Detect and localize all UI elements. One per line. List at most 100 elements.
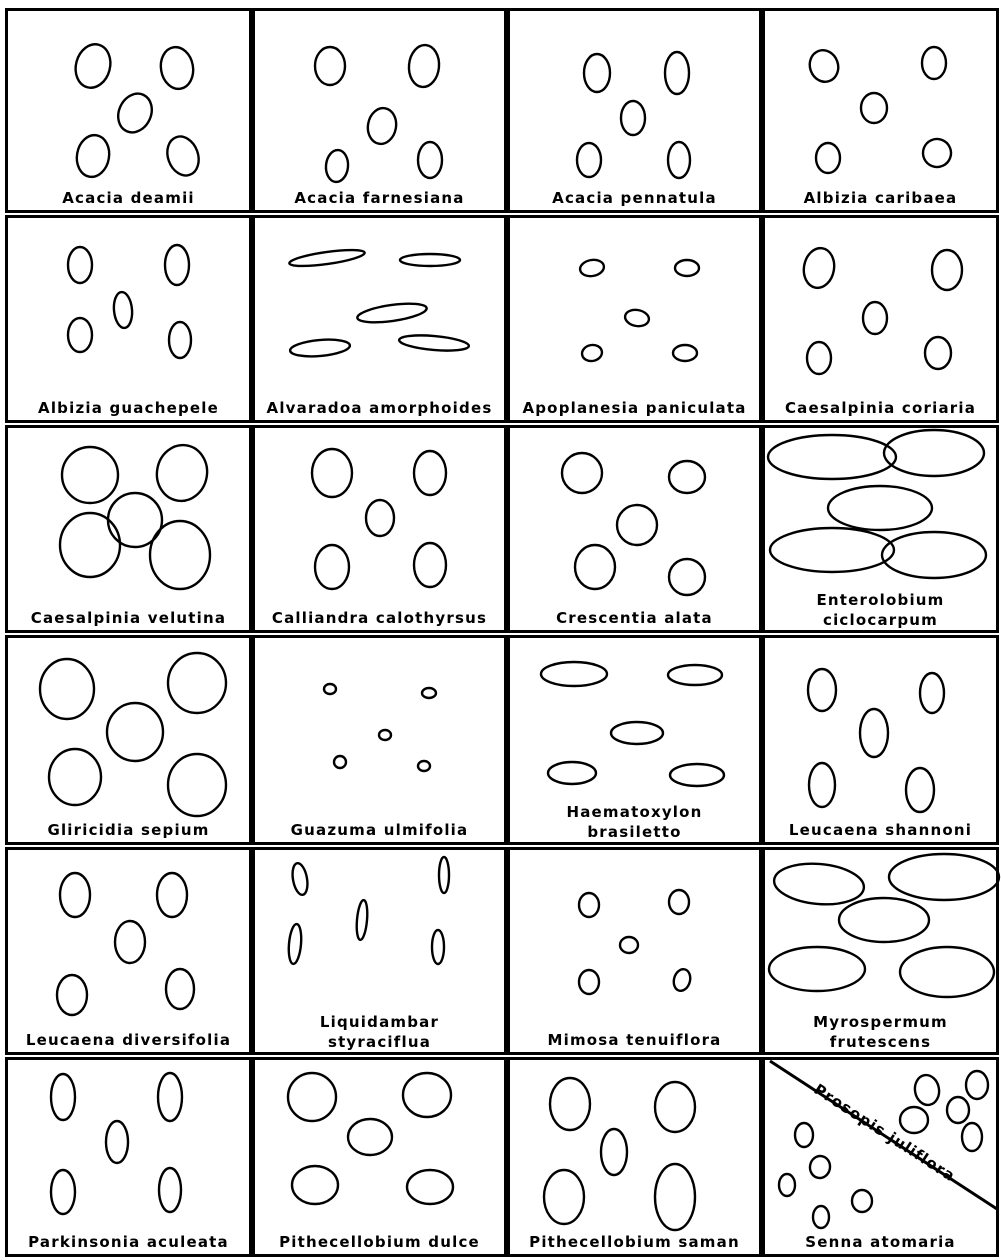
panel-15-frame bbox=[764, 637, 998, 844]
seed-outline bbox=[289, 247, 366, 269]
seed-outline bbox=[68, 318, 92, 352]
panel-18-seeds bbox=[579, 890, 693, 994]
seed-outline bbox=[150, 521, 210, 589]
panel-14-seeds bbox=[541, 662, 724, 786]
panel-21-seeds bbox=[288, 1073, 453, 1204]
panel-label-line2: styraciflua bbox=[328, 1033, 431, 1051]
seed-outline bbox=[906, 768, 934, 812]
seed-outline bbox=[365, 106, 399, 146]
seed-outline bbox=[49, 749, 101, 805]
panel-label-line2: ciclocarpum bbox=[823, 611, 938, 629]
panel-11-seeds bbox=[768, 430, 986, 578]
seed-outline bbox=[356, 300, 428, 326]
panel-8-frame bbox=[7, 427, 251, 632]
seed-outline bbox=[60, 513, 120, 577]
seed-outline bbox=[913, 1073, 942, 1107]
seed-outline bbox=[68, 247, 92, 283]
seed-outline bbox=[671, 967, 692, 992]
panel-label: Alvaradoa amorphoides bbox=[267, 399, 493, 417]
seed-outline bbox=[673, 345, 697, 361]
seed-outline bbox=[665, 52, 689, 94]
panel-12-seeds bbox=[40, 653, 226, 816]
seed-outline bbox=[918, 134, 955, 171]
panel-label: Myrospermum bbox=[813, 1013, 948, 1031]
seed-outline bbox=[669, 890, 689, 914]
panel-10-frame bbox=[509, 427, 761, 632]
panel-label: Albizia guachepele bbox=[38, 399, 219, 417]
seed-outline bbox=[407, 44, 441, 88]
seed-outline bbox=[439, 857, 449, 893]
seed-outline bbox=[407, 1170, 453, 1204]
panel-label: Guazuma ulmifolia bbox=[291, 821, 469, 839]
panel-1-seeds bbox=[315, 44, 442, 183]
seed-outline bbox=[324, 684, 336, 694]
seed-outline bbox=[889, 854, 999, 900]
seed-outline bbox=[106, 1121, 128, 1163]
panel-label: Pithecellobium saman bbox=[529, 1233, 740, 1251]
panel-0-frame bbox=[7, 10, 251, 212]
seed-outline bbox=[621, 101, 645, 135]
seed-outline bbox=[158, 45, 197, 92]
seed-outline bbox=[60, 873, 90, 917]
panel-label-line2: brasiletto bbox=[587, 823, 681, 841]
panel-label: Haematoxylon bbox=[566, 803, 702, 821]
panel-6-frame bbox=[509, 217, 761, 422]
seed-outline bbox=[432, 930, 444, 964]
seed-outline bbox=[922, 47, 946, 79]
seed-outline bbox=[770, 528, 894, 572]
seed-outline bbox=[348, 1119, 392, 1155]
panel-label: Liquidambar bbox=[320, 1013, 439, 1031]
seed-outline bbox=[334, 756, 346, 768]
seed-outline bbox=[541, 662, 607, 686]
panel-2-seeds bbox=[577, 52, 690, 178]
seed-outline bbox=[768, 435, 896, 479]
panel-19-seeds bbox=[769, 854, 999, 997]
seed-outline bbox=[675, 260, 699, 276]
panel-label: Acacia farnesiana bbox=[294, 189, 464, 207]
panel-label: Crescentia alata bbox=[556, 609, 713, 627]
seed-outline bbox=[900, 1107, 928, 1133]
seed-outline bbox=[107, 703, 163, 761]
seed-outline bbox=[669, 461, 705, 493]
panel-label: Acacia pennatula bbox=[552, 189, 717, 207]
seed-outline bbox=[668, 665, 722, 685]
panel-label: Caesalpinia velutina bbox=[31, 609, 226, 627]
seed-outline bbox=[418, 761, 430, 771]
panel-label: Leucaena diversifolia bbox=[26, 1031, 231, 1049]
seed-outline bbox=[575, 545, 615, 589]
seed-outline bbox=[801, 246, 837, 291]
panel-7-frame bbox=[764, 217, 998, 422]
panel-16-frame bbox=[7, 849, 251, 1054]
seed-outline bbox=[366, 500, 394, 536]
seed-outline bbox=[400, 254, 460, 266]
panel-10-seeds bbox=[562, 453, 705, 595]
seed-outline bbox=[115, 921, 145, 963]
seed-outline bbox=[852, 1190, 872, 1212]
seed-outline bbox=[315, 545, 349, 589]
seed-outline bbox=[601, 1129, 627, 1175]
seed-outline bbox=[966, 1071, 988, 1099]
panel-5-frame bbox=[254, 217, 506, 422]
seed-outline bbox=[620, 937, 638, 953]
seed-outline bbox=[292, 1166, 338, 1204]
seed-outline bbox=[882, 532, 986, 578]
seed-outline bbox=[51, 1170, 75, 1214]
seed-outline bbox=[624, 308, 650, 328]
panel-5-seeds bbox=[289, 247, 470, 359]
seed-outline bbox=[290, 862, 309, 896]
seed-outline bbox=[579, 258, 605, 278]
panel-6-seeds bbox=[579, 258, 699, 363]
panel-label: Senna atomaria bbox=[805, 1233, 956, 1251]
seed-outline bbox=[816, 143, 840, 173]
seed-outline bbox=[808, 1154, 832, 1179]
seed-outline bbox=[860, 709, 888, 757]
seed-outline bbox=[414, 543, 446, 587]
seed-outline bbox=[669, 559, 705, 595]
panel-label: Calliandra calothyrsus bbox=[272, 609, 487, 627]
seed-outline bbox=[71, 40, 115, 91]
seed-outline bbox=[157, 873, 187, 917]
seed-outline bbox=[168, 754, 226, 816]
panel-8-seeds bbox=[60, 441, 211, 589]
panel-0-seeds bbox=[71, 40, 204, 180]
